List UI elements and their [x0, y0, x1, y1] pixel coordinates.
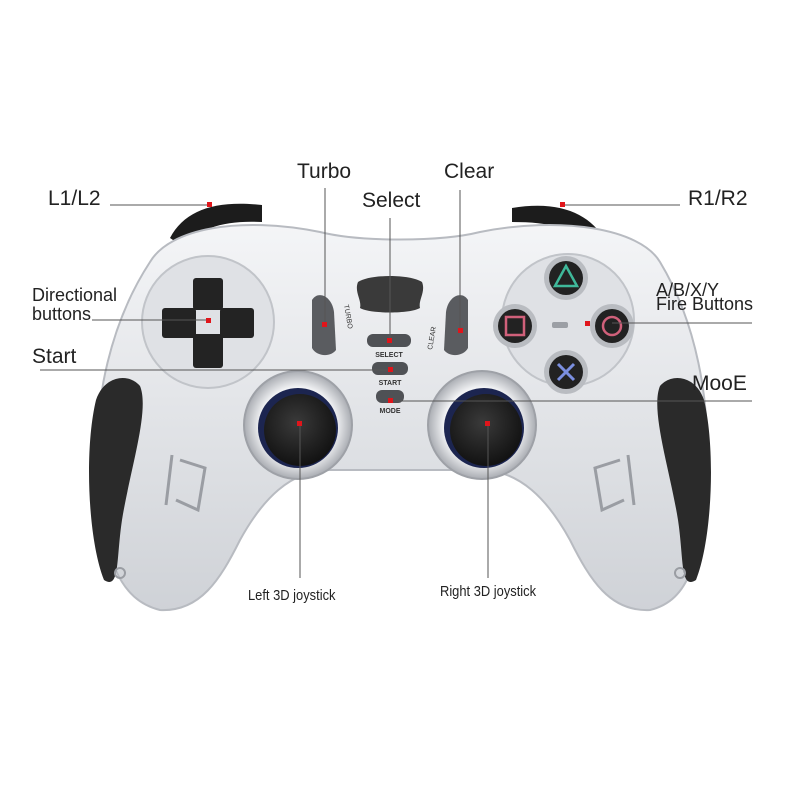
svg-text:SELECT: SELECT: [375, 352, 403, 359]
svg-text:START: START: [379, 380, 403, 387]
callout-dots: [206, 202, 590, 426]
label-directional-line2: buttons: [32, 304, 92, 324]
mode-button: [376, 390, 404, 403]
label-right-joystick: Right 3D joystick: [440, 583, 537, 600]
label-select: Select: [362, 189, 421, 212]
label-directional-line1: Directional: [32, 285, 118, 305]
label-left-joystick: Left 3D joystick: [248, 587, 336, 604]
left-grip: [89, 377, 143, 582]
svg-text:CLEAR: CLEAR: [427, 326, 438, 350]
label-mode: MooE: [692, 372, 747, 395]
svg-text:TURBO: TURBO: [342, 304, 353, 330]
label-start: Start: [32, 345, 77, 368]
label-clear: Clear: [444, 160, 495, 183]
cross-button: [544, 350, 588, 394]
square-button: [493, 304, 537, 348]
clear-button: [444, 295, 468, 356]
leader-lines: [40, 188, 752, 578]
label-l1-l2: L1/L2: [48, 187, 101, 210]
right-joystick: [427, 370, 537, 480]
svg-text:MODE: MODE: [380, 408, 401, 415]
triangle-button: [544, 256, 588, 300]
label-r1-r2: R1/R2: [688, 187, 748, 210]
directional-pad: [162, 278, 254, 368]
circle-button: [590, 304, 634, 348]
label-turbo: Turbo: [297, 160, 352, 183]
label-fire-buttons-line1: A/B/X/Y: [656, 280, 720, 300]
right-grip: [657, 377, 711, 582]
label-fire-buttons-line2: Fire Buttons: [656, 294, 754, 314]
